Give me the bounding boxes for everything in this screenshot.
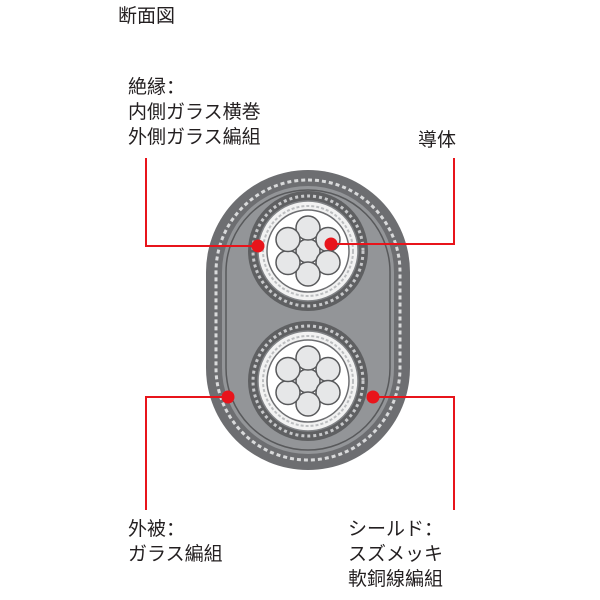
lower-strand [315,356,341,383]
lower-strand [275,379,301,406]
upper-shield-dashes [251,194,365,308]
shield-leader-line [373,396,455,510]
sheath-leader-dot [221,390,235,404]
insulation-label-line-3: 外側ガラス編組 [128,126,261,148]
shield-leader-dot [366,390,380,404]
conductor-label-line-1: 導体 [418,129,457,151]
lower-shield-dashes [251,324,365,438]
lower-insulation-dashes [262,335,354,427]
sheath-label-line-2: ガラス編組 [128,543,223,565]
insulation-label: 絶縁： 内側ガラス横巻 外側ガラス編組 [128,75,261,150]
upper-strand [295,261,321,287]
insulation-label-line-2: 内側ガラス横巻 [128,101,261,123]
lower-strand [295,345,321,371]
upper-core [248,191,368,311]
shield-label-line-3: 軟銅線編組 [348,568,444,590]
conductor-leader-dot [324,237,338,251]
fill-edge [225,189,391,451]
lower-core [248,321,368,441]
lower-strand [275,356,301,383]
lower-strand [315,379,341,406]
conductor-leader-line [331,158,455,245]
jacket-braid-ring [214,178,402,462]
shield-label-line-1: シールド： [348,518,444,540]
shield-label-line-2: スズメッキ [348,543,444,565]
insulation-leader-dot [251,239,265,253]
insulation-leader-line [145,158,258,247]
sheath-label: 外被： ガラス編組 [128,517,223,567]
conductor-label: 導体 [418,128,456,153]
upper-insulation-dashes [262,205,354,297]
upper-strand [295,215,321,241]
lower-strand [295,391,321,417]
sheath-leader-line [145,396,228,510]
diagram-title: 断面図 [118,5,176,27]
upper-strand [315,249,341,276]
sheath-label-line-1: 外被： [128,518,186,540]
upper-strand [275,249,301,276]
upper-strand [275,226,301,253]
insulation-label-line-1: 絶縁： [128,76,186,98]
shield-label: シールド： スズメッキ 軟銅線編組 [348,517,443,592]
